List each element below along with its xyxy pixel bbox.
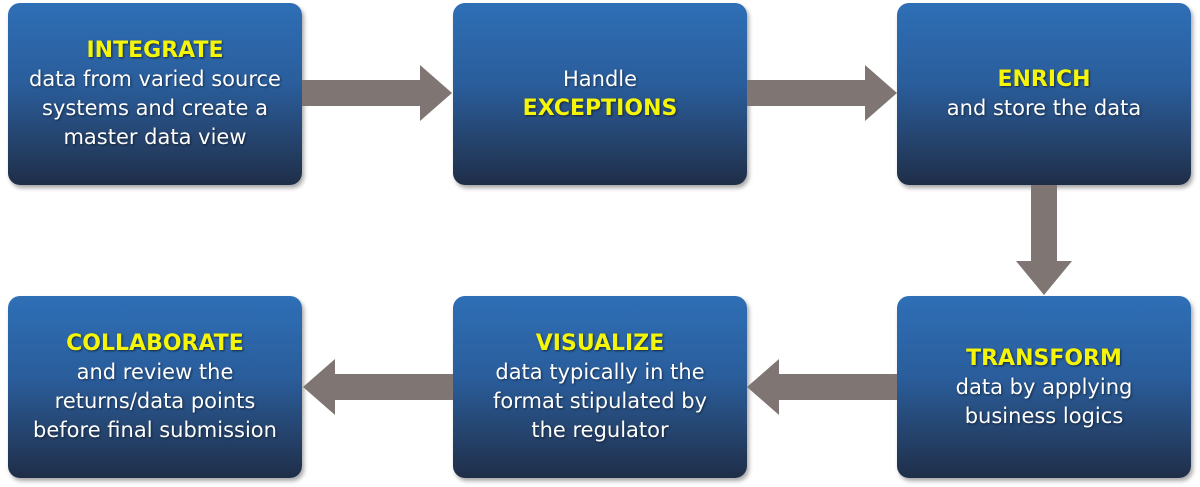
step-text-line: Handle xyxy=(562,67,638,91)
step-title: TRANSFORM xyxy=(966,345,1122,371)
step-text-line: before final submission xyxy=(33,418,277,442)
step-title: VISUALIZE xyxy=(535,331,665,356)
step-box-visualize: VISUALIZE data typically in the format s… xyxy=(453,296,747,478)
step-text-line: data from varied source xyxy=(29,67,281,91)
step-box-transform: TRANSFORM data by applying business logi… xyxy=(897,296,1191,478)
step-text-line: and review the xyxy=(76,360,234,384)
step-text-line: the regulator xyxy=(531,418,669,442)
step-text-line: and store the data xyxy=(946,96,1142,120)
step-text-line: data typically in the xyxy=(495,360,705,384)
arrow-left-icon xyxy=(747,359,897,415)
step-text-line: returns/data points xyxy=(54,389,256,413)
step-title: INTEGRATE xyxy=(86,38,224,63)
step-title: COLLABORATE xyxy=(66,331,244,356)
arrow-left-icon xyxy=(303,359,453,415)
step-text-line: systems and create a xyxy=(42,96,268,120)
step-text-line: master data view xyxy=(63,125,247,149)
step-box-integrate: INTEGRATE data from varied source system… xyxy=(8,3,302,185)
arrow-right-icon xyxy=(302,65,452,121)
arrow-right-icon xyxy=(747,65,897,121)
step-box-collaborate: COLLABORATE and review the returns/data … xyxy=(8,296,302,478)
step-title: ENRICH xyxy=(997,67,1091,92)
arrow-down-icon xyxy=(1016,185,1072,295)
step-box-exceptions: Handle EXCEPTIONS xyxy=(453,3,747,185)
step-title: EXCEPTIONS xyxy=(522,96,678,121)
step-text-line: data by applying xyxy=(955,374,1133,399)
step-text-line: format stipulated by xyxy=(492,389,707,413)
step-box-enrich: ENRICH and store the data xyxy=(897,3,1191,185)
step-text-line: business logics xyxy=(964,403,1124,428)
